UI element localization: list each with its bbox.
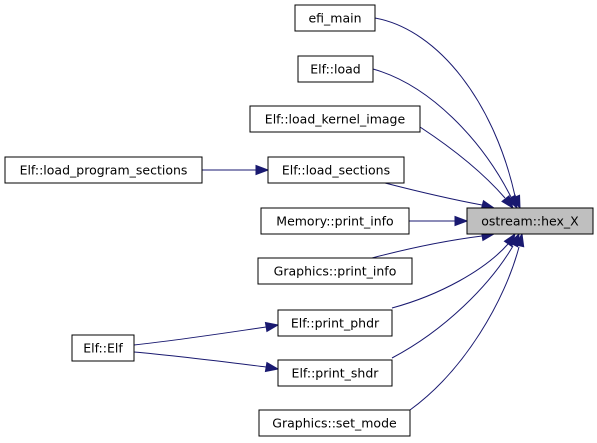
node-box[interactable] [277, 309, 393, 337]
edge-line [372, 68, 512, 198]
edge-line [409, 246, 520, 411]
node-label: Memory::print_info [276, 214, 393, 229]
node-label: Elf::load [310, 62, 360, 77]
node-label: Graphics::set_mode [272, 416, 397, 431]
node-graphics-print-info[interactable]: Graphics::print_info [257, 257, 413, 285]
edge-line [384, 182, 483, 206]
node-elf-load-sections[interactable]: Elf::load_sections [267, 156, 405, 184]
node-box[interactable] [260, 207, 410, 235]
node-label: Elf::print_phdr [291, 316, 380, 331]
node-ostream-hex-x[interactable]: ostream::hex_X [466, 207, 594, 235]
node-label: Elf::print_shdr [292, 366, 380, 381]
edge-elf-elf-to-elf-print-shdr [133, 351, 280, 373]
edge-arrowhead [264, 321, 280, 333]
node-elf-load-program-sections[interactable]: Elf::load_program_sections [4, 156, 203, 184]
edge-memory-print-info-to-ostream-hex-x [409, 215, 469, 227]
edge-elf-elf-to-elf-print-phdr [133, 321, 280, 346]
edge-arrowhead [501, 194, 514, 210]
node-label: Graphics::print_info [274, 264, 397, 279]
node-box[interactable] [277, 359, 393, 387]
node-box[interactable] [71, 334, 135, 362]
node-label: Elf::Elf [83, 341, 123, 356]
edge-line [371, 235, 483, 259]
edge-graphics-print-info-to-ostream-hex-x [371, 230, 496, 259]
node-box[interactable] [294, 4, 376, 32]
nodes-layer: ostream::hex_X efi_mainElf::loadElf::load… [4, 4, 594, 437]
node-box[interactable] [466, 207, 594, 235]
edge-elf-load-kernel-image-to-ostream-hex-x [419, 126, 514, 210]
node-label: Elf::load_program_sections [20, 163, 188, 178]
node-elf-print-shdr[interactable]: Elf::print_shdr [277, 359, 393, 387]
node-elf-load-kernel-image[interactable]: Elf::load_kernel_image [249, 105, 421, 133]
node-elf-print-phdr[interactable]: Elf::print_phdr [277, 309, 393, 337]
node-elf-load[interactable]: Elf::load [297, 55, 374, 83]
edge-line [133, 326, 267, 346]
edge-line [133, 351, 267, 368]
node-label: ostream::hex_X [481, 214, 579, 229]
edge-line [419, 126, 506, 199]
edge-arrowhead [255, 164, 270, 176]
node-label: efi_main [308, 11, 361, 26]
edge-graphics-set-mode-to-ostream-hex-x [409, 232, 525, 411]
node-box[interactable] [249, 105, 421, 133]
edge-elf-load-program-sections-to-elf-load-sections [202, 164, 270, 176]
edge-elf-load-sections-to-ostream-hex-x [384, 182, 496, 211]
node-box[interactable] [258, 409, 411, 437]
node-memory-print-info[interactable]: Memory::print_info [260, 207, 410, 235]
edge-arrowhead [454, 215, 469, 227]
node-label: Elf::load_kernel_image [265, 112, 406, 127]
node-label: Elf::load_sections [282, 163, 390, 178]
node-graphics-set-mode[interactable]: Graphics::set_mode [258, 409, 411, 437]
edge-line [391, 245, 514, 359]
node-box[interactable] [267, 156, 405, 184]
node-elf-elf[interactable]: Elf::Elf [71, 334, 135, 362]
node-box[interactable] [297, 55, 374, 83]
edge-line [391, 243, 509, 309]
node-box[interactable] [4, 156, 203, 184]
edge-line [374, 17, 516, 197]
node-box[interactable] [257, 257, 413, 285]
node-efi-main[interactable]: efi_main [294, 4, 376, 32]
edge-arrowhead [264, 361, 280, 373]
edge-arrowhead [514, 232, 525, 248]
